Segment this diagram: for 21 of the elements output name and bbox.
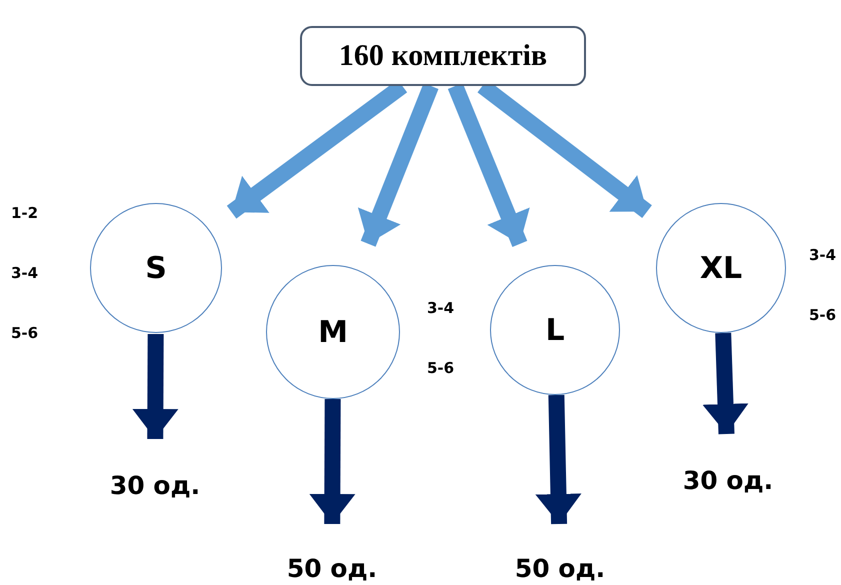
- quantity-text: 50 од.: [272, 552, 392, 585]
- arrow: [702, 332, 748, 434]
- title-text: 160 комплектів: [338, 39, 548, 73]
- size-label: L: [545, 312, 565, 348]
- quantity-text: 30 од.: [95, 467, 215, 503]
- size-label: S: [145, 250, 167, 286]
- age-range-label: 5-6: [809, 306, 836, 324]
- age-range-label: 5-6: [11, 324, 38, 342]
- title-box: [300, 26, 586, 86]
- age-range-label: 3-4: [11, 264, 38, 282]
- arrow: [358, 83, 438, 247]
- age-range-label: 3-4: [809, 246, 836, 264]
- quantity-text: 50 од.: [500, 552, 620, 585]
- age-range-label: 3-4: [427, 299, 454, 317]
- size-label: XL: [700, 250, 742, 286]
- arrow: [309, 398, 356, 524]
- age-range-label: 5-6: [427, 359, 454, 377]
- age-range-label: 1-2: [11, 204, 38, 222]
- quantity-text: 30 од.: [668, 462, 788, 498]
- arrow: [535, 394, 582, 524]
- size-label: M: [318, 314, 348, 350]
